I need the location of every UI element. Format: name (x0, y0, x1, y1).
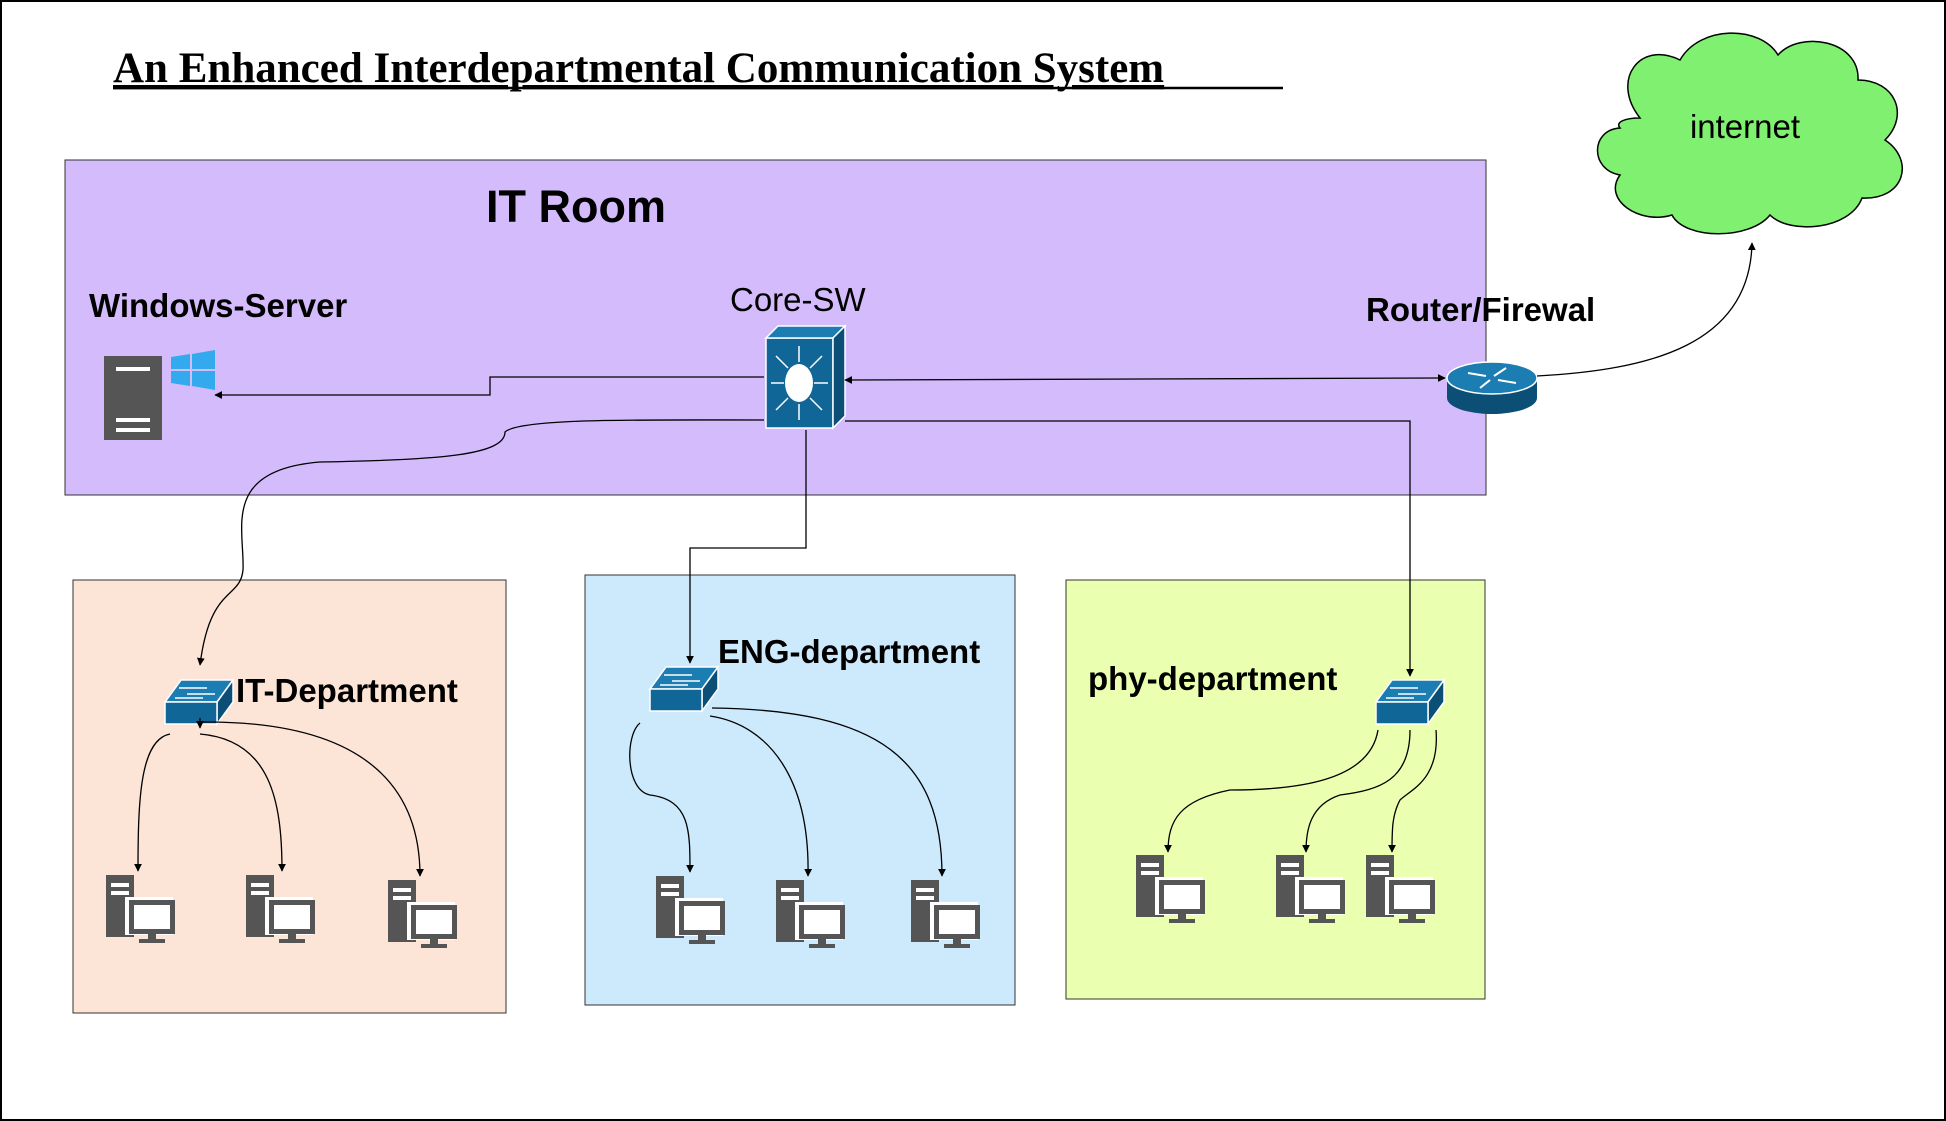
phy-department-label: phy-department (1088, 660, 1337, 697)
link-core-to-it (197, 419, 765, 666)
link-eng-sw-pc2 (709, 715, 813, 877)
link-core-to-router (844, 374, 1446, 384)
link-phy-sw-pc2 (1302, 729, 1411, 853)
link-core-to-server (214, 376, 764, 399)
link-core-to-eng (686, 430, 807, 664)
router-icon (1446, 361, 1538, 414)
link-core-to-phy (845, 420, 1414, 677)
link-eng-sw-pc3 (711, 707, 946, 877)
internet-label: internet (1690, 108, 1800, 145)
core-switch-icon (764, 324, 847, 430)
eng-department-label: ENG-department (718, 633, 980, 670)
link-phy-sw-pc1 (1164, 729, 1379, 853)
it-room-label: IT Room (486, 181, 666, 232)
it-department-label: IT-Department (236, 672, 458, 709)
link-it-sw-pc3 (199, 721, 424, 877)
link-it-sw-pc1 (134, 733, 171, 872)
windows-server-label: Windows-Server (89, 287, 347, 324)
it-department-zone (72, 579, 507, 1014)
connections (134, 242, 1756, 877)
phy-department-zone (1065, 579, 1486, 1000)
core-switch-label: Core-SW (730, 281, 867, 318)
windows-logo-icon (171, 350, 215, 390)
router-label: Router/Firewal (1366, 291, 1595, 328)
link-phy-sw-pc3 (1388, 729, 1437, 853)
link-it-sw-pc2 (199, 733, 286, 872)
internet-cloud (1596, 32, 1903, 235)
page-title: An Enhanced Interdepartmental Communicat… (113, 45, 1164, 92)
windows-server-icon (104, 356, 162, 440)
link-router-to-internet (1536, 242, 1756, 377)
link-eng-sw-pc1 (629, 722, 694, 873)
